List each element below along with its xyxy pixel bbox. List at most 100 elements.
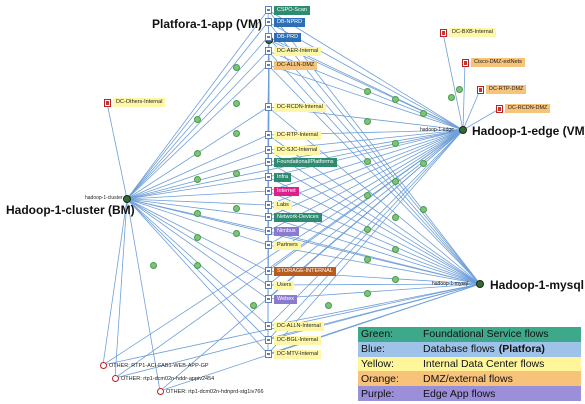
group-node[interactable]: Nimbus [265, 226, 299, 236]
group-node[interactable]: DC-RCDN-Internal [265, 102, 326, 112]
flow-marker[interactable] [392, 214, 399, 221]
flow-edge [126, 9, 269, 200]
legend-row-yellow: Yellow: Internal Data Center flows [358, 356, 581, 372]
external-endpoint[interactable]: DC-BXB-Internal [440, 28, 496, 37]
flow-marker[interactable] [364, 88, 371, 95]
cluster-hub-label: hadoop-1-cluster [85, 195, 123, 201]
flow-marker[interactable] [250, 302, 257, 309]
flow-edge [267, 129, 464, 206]
flow-marker[interactable] [194, 234, 201, 241]
flow-marker[interactable] [456, 86, 463, 93]
mysql-title: Hadoop-1-mysql [490, 278, 585, 292]
flow-edge [267, 129, 464, 163]
group-node[interactable]: DC-BGL-Internal [265, 335, 321, 345]
group-node[interactable]: DB-PRD [265, 32, 302, 42]
flow-edge [102, 198, 128, 366]
flow-edge [106, 102, 128, 200]
group-node[interactable]: Partners [265, 240, 301, 250]
flow-marker[interactable] [364, 226, 371, 233]
flow-edge [126, 198, 269, 300]
flow-marker[interactable] [194, 210, 201, 217]
flow-marker[interactable] [364, 118, 371, 125]
group-icon [265, 131, 272, 139]
external-endpoint-label: Cisco-DMZ-extNets [471, 58, 525, 67]
flow-edge [267, 129, 464, 341]
flow-edge [126, 134, 269, 200]
group-node[interactable]: DC-ALLN-Internal [265, 321, 324, 331]
flow-marker[interactable] [325, 302, 332, 309]
other-endpoint[interactable]: OTHER: rtp1-dcm02n-hddr-appiv2454 [112, 375, 214, 382]
group-node-label: DC-MTV-Internal [274, 349, 322, 359]
flow-marker[interactable] [233, 100, 240, 107]
flow-marker[interactable] [233, 64, 240, 71]
group-node[interactable]: Webex [265, 294, 298, 304]
flow-marker[interactable] [420, 110, 427, 117]
legend-value: Database flows [423, 343, 495, 356]
group-node[interactable]: Labs [265, 200, 292, 210]
group-icon [265, 241, 272, 249]
group-node-label: STORAGE-INTERNAL [274, 266, 336, 276]
external-endpoint[interactable]: Cisco-DMZ-extNets [462, 58, 525, 67]
group-icon [265, 158, 272, 166]
flow-marker[interactable] [392, 246, 399, 253]
flow-edge [126, 198, 269, 355]
flow-marker[interactable] [150, 262, 157, 269]
external-endpoint[interactable]: DC-Others-Internal [104, 98, 166, 107]
flow-marker[interactable] [392, 276, 399, 283]
flow-marker[interactable] [194, 150, 201, 157]
legend-key: Green: [361, 328, 394, 341]
other-endpoint[interactable]: OTHER: RTP1-ACI-FAB1-WEB-APP-GP [100, 362, 209, 369]
group-node[interactable]: DC-ALLN-DMZ [265, 60, 318, 70]
mysql-hub[interactable] [476, 280, 484, 288]
group-icon [265, 33, 272, 41]
external-endpoint-label: DC-Others-Internal [113, 98, 166, 107]
external-endpoint[interactable]: DC-RTP-DMZ [477, 85, 527, 94]
flow-marker[interactable] [194, 176, 201, 183]
group-node[interactable]: STORAGE-INTERNAL [265, 266, 336, 276]
group-node[interactable]: DC-SJC-Internal [265, 145, 321, 155]
flow-marker[interactable] [233, 130, 240, 137]
flow-marker[interactable] [392, 96, 399, 103]
group-icon [265, 146, 272, 154]
external-endpoint[interactable]: DC-RCDN-DMZ [496, 104, 551, 113]
flow-marker[interactable] [420, 160, 427, 167]
external-endpoint-label: DC-RCDN-DMZ [505, 104, 551, 113]
group-node-label: DC-RCDN-Internal [274, 102, 326, 112]
flow-marker[interactable] [392, 140, 399, 147]
legend-row-purple: Purple: Edge App flows [358, 386, 581, 401]
edge-hub[interactable] [459, 126, 467, 134]
flow-marker[interactable] [194, 262, 201, 269]
group-node[interactable]: Internet [265, 186, 299, 196]
group-node[interactable]: DC-AER-Internal [265, 46, 322, 56]
flow-marker[interactable] [364, 158, 371, 165]
endpoint-icon [462, 58, 469, 67]
legend-key: Purple: [361, 387, 395, 400]
group-node[interactable]: DC-RTP-Internal [265, 130, 321, 140]
group-node-label: DC-RTP-Internal [274, 130, 321, 140]
other-endpoint[interactable]: OTHER: rtp1-dcm02n-hdnprd-stg1iv766 [157, 388, 264, 395]
flow-edge [267, 283, 481, 286]
flow-edge [267, 283, 481, 300]
flow-marker[interactable] [392, 178, 399, 185]
group-node[interactable]: Infra [265, 172, 292, 182]
edge-title: Hadoop-1-edge (VM) [472, 124, 585, 138]
group-node[interactable]: DC-MTV-Internal [265, 349, 322, 359]
cluster-hub[interactable] [123, 195, 131, 203]
flow-marker[interactable] [194, 116, 201, 123]
group-node[interactable]: DB-NPRD [265, 17, 306, 27]
group-node-label: Network-Devices [274, 212, 322, 222]
group-node[interactable]: Network-Devices [265, 212, 322, 222]
group-node[interactable]: Users [265, 280, 295, 290]
group-node[interactable]: Foundational/Platforms [265, 157, 337, 167]
group-node-label: Internet [274, 186, 299, 196]
flow-marker[interactable] [364, 290, 371, 297]
flow-marker[interactable] [364, 192, 371, 199]
group-node[interactable]: CSPO-Scan [265, 5, 310, 15]
flow-marker[interactable] [420, 206, 427, 213]
flow-marker[interactable] [448, 94, 455, 101]
flow-marker[interactable] [233, 230, 240, 237]
flow-marker[interactable] [233, 170, 240, 177]
flow-marker[interactable] [233, 205, 240, 212]
flow-marker[interactable] [364, 256, 371, 263]
